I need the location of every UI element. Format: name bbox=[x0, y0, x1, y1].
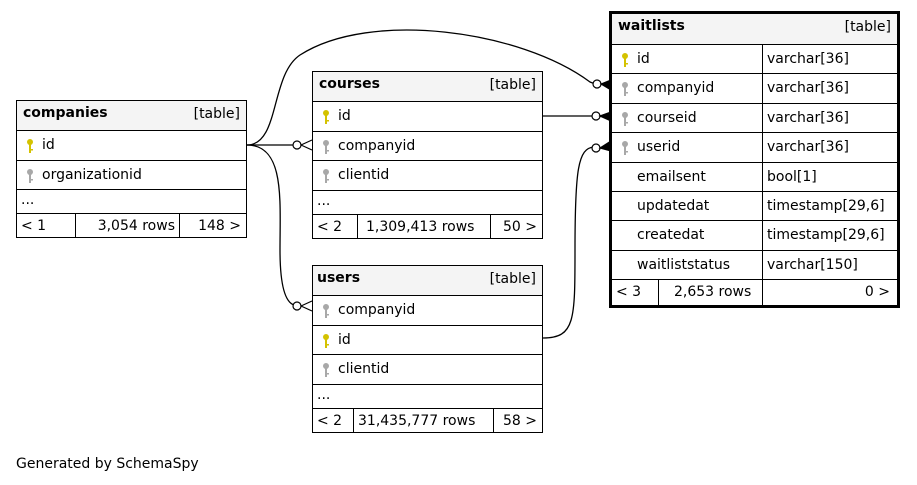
foreign-key-icon bbox=[622, 141, 628, 156]
optional-marker bbox=[592, 79, 602, 89]
edge-companies-users bbox=[246, 144, 295, 306]
column-row[interactable]: clientid bbox=[313, 354, 542, 383]
column-row[interactable]: updatedat timestamp[29,6] bbox=[612, 190, 897, 221]
table-header: waitlists [table] bbox=[612, 14, 897, 44]
table-type: [table] bbox=[489, 77, 536, 93]
table-name: waitlists bbox=[618, 18, 685, 34]
edge-users-waitlists bbox=[542, 146, 595, 339]
primary-key-icon bbox=[323, 110, 329, 125]
row-count: 2,653 rows bbox=[674, 284, 752, 301]
row-count: 1,309,413 rows bbox=[366, 218, 475, 235]
column-name: clientid bbox=[338, 167, 390, 184]
column-type: timestamp[29,6] bbox=[767, 197, 885, 214]
column-row[interactable]: courseid varchar[36] bbox=[612, 102, 897, 133]
parents-count: < 2 bbox=[317, 412, 343, 429]
column-row[interactable]: organizationid bbox=[17, 159, 246, 189]
column-row[interactable]: id bbox=[17, 130, 246, 159]
column-name: companyid bbox=[338, 137, 416, 154]
many-marker bbox=[300, 300, 313, 312]
column-name: id bbox=[42, 137, 55, 154]
column-name: organizationid bbox=[42, 166, 142, 183]
foreign-key-icon bbox=[323, 363, 329, 378]
edge-companies-waitlists bbox=[246, 29, 599, 146]
column-name: companyid bbox=[637, 80, 715, 97]
foreign-key-icon bbox=[27, 168, 33, 183]
column-row[interactable]: id bbox=[313, 324, 542, 354]
primary-key-icon bbox=[622, 53, 628, 67]
primary-key-icon bbox=[27, 139, 33, 154]
table-footer: < 3 2,653 rows 0 > bbox=[612, 279, 897, 306]
column-name: updatedat bbox=[637, 197, 710, 214]
foreign-key-icon bbox=[622, 111, 628, 126]
column-row[interactable]: waitliststatus varchar[150] bbox=[612, 249, 897, 280]
column-row[interactable]: createdat timestamp[29,6] bbox=[612, 220, 897, 250]
many-marker bbox=[300, 139, 313, 151]
optional-marker bbox=[292, 140, 302, 150]
column-name: courseid bbox=[637, 109, 697, 126]
table-header: users [table] bbox=[313, 266, 542, 296]
table-type: [table] bbox=[489, 271, 536, 287]
row-count: 31,435,777 rows bbox=[358, 412, 476, 429]
column-type: varchar[36] bbox=[767, 51, 849, 67]
column-name: id bbox=[637, 51, 650, 67]
column-row[interactable]: clientid bbox=[313, 160, 542, 189]
column-row[interactable]: companyid bbox=[313, 295, 542, 324]
column-row[interactable]: id bbox=[313, 101, 542, 130]
column-row[interactable]: emailsent bool[1] bbox=[612, 161, 897, 191]
column-name: userid bbox=[637, 139, 681, 156]
table-waitlists[interactable]: waitlists [table] id varchar[36] company… bbox=[609, 11, 900, 309]
column-name: createdat bbox=[637, 227, 705, 244]
children-count: 148 > bbox=[198, 218, 241, 235]
table-companies[interactable]: companies [table] id organizationid ... … bbox=[16, 100, 247, 239]
table-header: courses [table] bbox=[313, 72, 542, 102]
children-count: 50 > bbox=[503, 218, 537, 235]
more-columns: ... bbox=[313, 189, 542, 214]
generator-credit: Generated by SchemaSpy bbox=[16, 456, 199, 472]
table-name: users bbox=[317, 270, 361, 286]
table-footer: < 2 1,309,413 rows 50 > bbox=[313, 213, 542, 238]
column-type: varchar[36] bbox=[767, 139, 849, 156]
column-type: timestamp[29,6] bbox=[767, 227, 885, 244]
column-row[interactable]: companyid varchar[36] bbox=[612, 73, 897, 103]
column-name: waitliststatus bbox=[637, 256, 730, 273]
column-row[interactable]: id varchar[36] bbox=[612, 44, 897, 74]
column-row[interactable]: companyid bbox=[313, 130, 542, 160]
table-courses[interactable]: courses [table] id companyid clientid ..… bbox=[312, 71, 543, 239]
column-type: varchar[36] bbox=[767, 109, 849, 126]
foreign-key-icon bbox=[323, 169, 329, 184]
parents-count: < 1 bbox=[21, 218, 47, 235]
optional-marker bbox=[591, 143, 601, 153]
foreign-key-icon bbox=[622, 82, 628, 97]
more-columns: ... bbox=[313, 383, 542, 408]
column-name: companyid bbox=[338, 302, 416, 319]
parents-count: < 2 bbox=[317, 218, 343, 235]
column-name: id bbox=[338, 331, 351, 348]
column-name: emailsent bbox=[637, 168, 706, 185]
children-count: 58 > bbox=[503, 412, 537, 429]
column-name: clientid bbox=[338, 361, 390, 378]
column-row[interactable]: userid varchar[36] bbox=[612, 132, 897, 162]
table-name: companies bbox=[23, 105, 108, 121]
children-count: 0 > bbox=[864, 284, 890, 301]
table-type: [table] bbox=[844, 19, 891, 35]
table-footer: < 2 31,435,777 rows 58 > bbox=[313, 407, 542, 432]
table-footer: < 1 3,054 rows 148 > bbox=[17, 213, 246, 238]
table-type: [table] bbox=[193, 106, 240, 122]
row-count: 3,054 rows bbox=[97, 218, 175, 235]
column-type: varchar[150] bbox=[767, 256, 858, 273]
foreign-key-icon bbox=[323, 304, 329, 319]
foreign-key-icon bbox=[323, 139, 329, 154]
primary-key-icon bbox=[323, 333, 329, 348]
column-name: id bbox=[338, 108, 351, 125]
column-type: varchar[36] bbox=[767, 80, 849, 97]
column-type: bool[1] bbox=[767, 168, 817, 185]
optional-marker bbox=[292, 301, 302, 311]
table-users[interactable]: users [table] companyid id clientid ... … bbox=[312, 265, 543, 433]
table-name: courses bbox=[319, 76, 380, 92]
parents-count: < 3 bbox=[616, 284, 642, 301]
table-header: companies [table] bbox=[17, 101, 246, 131]
more-columns: ... bbox=[17, 189, 246, 213]
